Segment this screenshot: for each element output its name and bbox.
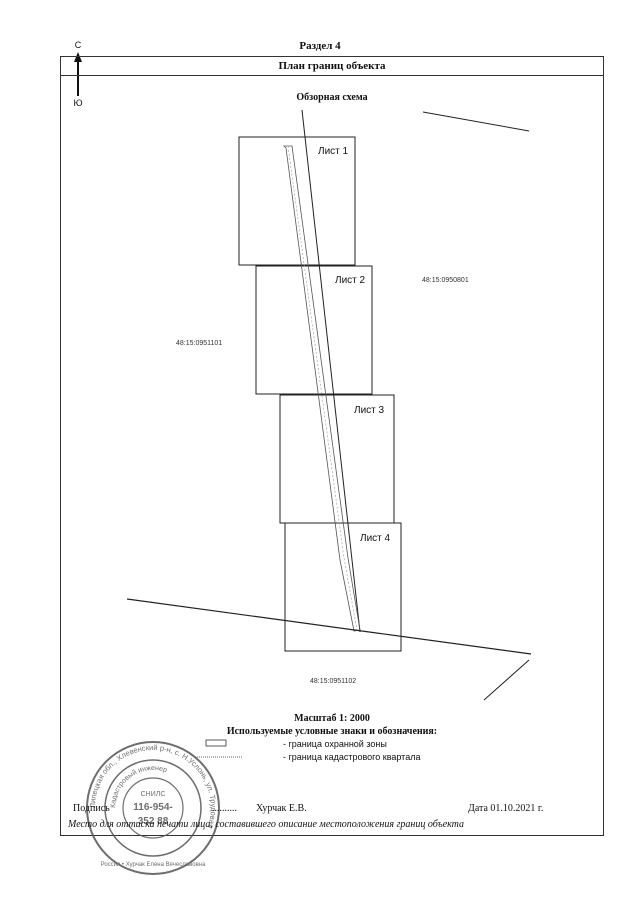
north-label: С [74,40,82,50]
signature-dots: .......... [212,803,237,814]
stamp-center-line-3: 352 88 [138,816,169,827]
quarter-number-south: 48:15:0951102 [310,678,356,685]
object-axis-line [301,109,361,633]
compass: С Ю [72,40,84,112]
stamp-bottom-text: Россия • Хурчак Елена Вячеславовна [101,862,206,868]
south-label: Ю [73,98,83,108]
scale-label: Масштаб 1: 2000 [294,713,370,724]
plan-title: План границ объекта [278,60,386,72]
sheet-2-frame [255,265,373,395]
legend-item-quarter-boundary: - граница кадастрового квартала [283,752,421,762]
legend-item-protection-zone: - граница охранной зоны [283,739,387,749]
protection-zone-boundary [283,145,361,632]
plan-title-band [60,56,604,76]
plan-frame [60,56,604,836]
quarter-number-west: 48:15:0951101 [176,340,222,347]
sheet-2-label: Лист 2 [335,275,366,286]
quarter-boundary-southeast [483,659,530,701]
signature-prefix: Подпись [73,803,110,814]
quarter-number-east: 48:15:0950801 [422,277,469,284]
sheet-1-label: Лист 1 [318,146,349,157]
sheet-3-label: Лист 3 [354,405,385,416]
quarter-boundary-north [422,111,530,132]
protection-zone-inner [287,145,358,631]
overview-scheme-title: Обзорная схема [296,92,368,103]
stamp-center-line-1: СНИЛС [141,791,166,798]
sheet-4-label: Лист 4 [360,533,391,544]
stamp-place-note: Место для оттиска печати лица, составивш… [68,819,465,830]
quarter-boundary-south [126,598,532,655]
legend-protection-zone-symbol [205,739,227,747]
north-arrow-icon [74,52,82,96]
signature-date: Дата 01.10.2021 г. [468,803,544,814]
section-title: Раздел 4 [299,40,341,52]
legend-title: Используемые условные знаки и обозначени… [226,726,438,737]
signature-name: Хурчак Е.В. [256,803,307,814]
sheet-1-frame [238,136,356,266]
stamp-center-line-2: 116-954- [133,802,172,813]
